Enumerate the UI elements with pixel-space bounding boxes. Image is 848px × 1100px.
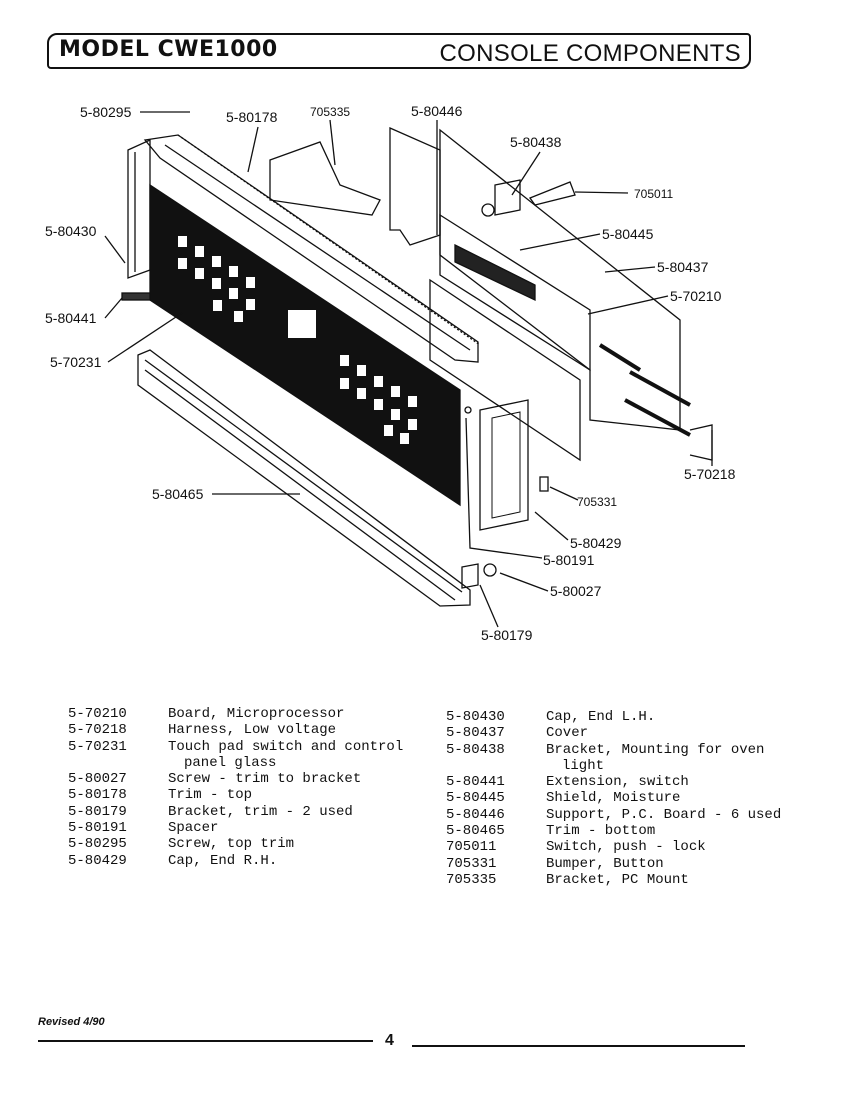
callout-label: 5-80445 xyxy=(602,226,654,242)
part-number: 705335 xyxy=(446,871,497,888)
part-description: Screw - trim to bracket xyxy=(168,771,362,788)
part-description: Cap, End R.H. xyxy=(168,852,278,869)
parts-row: 5-70218 Harness, Low voltage xyxy=(68,722,403,738)
part-description: Shield, Moisture xyxy=(546,790,681,807)
part-number: 5-80027 xyxy=(68,771,127,788)
callout-label: 5-80027 xyxy=(550,583,602,599)
parts-row: 5-80441 Extension, switch xyxy=(446,774,781,790)
part-description-continued: light xyxy=(562,757,605,774)
callout-label: 5-80437 xyxy=(657,259,709,275)
part-description: Screw, top trim xyxy=(168,836,295,853)
footer-rule-left xyxy=(38,1040,373,1042)
parts-list-right: 5-80430 Cap, End L.H. 5-80437 Cover 5-8043… xyxy=(446,709,781,888)
part-number: 5-70210 xyxy=(68,706,127,722)
part-description: Touch pad switch and control xyxy=(168,738,404,755)
parts-list-left: 5-70210 Board, Microprocessor 5-70218 Harn… xyxy=(68,706,403,869)
part-number: 5-80446 xyxy=(446,806,505,823)
part-number: 5-80179 xyxy=(68,803,127,820)
parts-row: 5-70231 Touch pad switch and control xyxy=(68,739,403,755)
callout-label: 705331 xyxy=(577,495,617,509)
model-title: MODEL CWE1000 xyxy=(59,37,278,62)
parts-row: 5-80295 Screw, top trim xyxy=(68,836,403,852)
part-number: 5-80438 xyxy=(446,741,505,758)
part-description: Extension, switch xyxy=(546,774,689,791)
part-description: Spacer xyxy=(168,820,219,837)
callout-label: 5-70218 xyxy=(684,466,736,482)
parts-row: 705011 Switch, push - lock xyxy=(446,839,781,855)
callout-label: 5-80295 xyxy=(80,104,132,120)
parts-row: 5-80430 Cap, End L.H. xyxy=(446,709,781,725)
callout-label: 5-80179 xyxy=(481,627,533,643)
part-number: 5-80465 xyxy=(446,823,505,840)
part-number: 5-70218 xyxy=(68,722,127,739)
part-number: 5-80430 xyxy=(446,709,505,725)
part-number: 5-80429 xyxy=(68,852,127,869)
part-number: 5-80178 xyxy=(68,787,127,804)
part-description: Support, P.C. Board - 6 used xyxy=(546,806,782,823)
parts-row: 5-80446 Support, P.C. Board - 6 used xyxy=(446,807,781,823)
parts-row: 5-80437 Cover xyxy=(446,725,781,741)
footer-rule-right xyxy=(412,1045,745,1047)
part-number: 5-80191 xyxy=(68,820,127,837)
parts-row: 705331 Bumper, Button xyxy=(446,856,781,872)
callout-label: 5-80430 xyxy=(45,223,97,239)
part-number: 705331 xyxy=(446,855,497,872)
part-description: Trim - bottom xyxy=(546,823,656,840)
part-description: Bracket, trim - 2 used xyxy=(168,803,353,820)
callout-label: 705335 xyxy=(310,105,350,119)
parts-row: 5-80445 Shield, Moisture xyxy=(446,790,781,806)
parts-row: 5-80429 Cap, End R.H. xyxy=(68,853,403,869)
parts-row: 5-80178 Trim - top xyxy=(68,787,403,803)
part-description-continued: panel glass xyxy=(184,754,277,771)
part-description: Bumper, Button xyxy=(546,855,664,872)
callout-label: 5-80178 xyxy=(226,109,278,125)
part-description: Bracket, PC Mount xyxy=(546,871,689,888)
parts-row: 5-80027 Screw - trim to bracket xyxy=(68,771,403,787)
callout-label: 5-70231 xyxy=(50,354,102,370)
parts-row: 5-80191 Spacer xyxy=(68,820,403,836)
part-number: 705011 xyxy=(446,839,497,856)
header-box: MODEL CWE1000 CONSOLE COMPONENTS xyxy=(47,33,751,69)
part-number: 5-70231 xyxy=(68,738,127,755)
part-description: Harness, Low voltage xyxy=(168,722,337,739)
callout-label: 705011 xyxy=(634,187,673,201)
diagram-callouts: 5-80295 5-80178 705335 5-80446 5-80438 7… xyxy=(45,103,736,643)
part-description: Cap, End L.H. xyxy=(546,709,656,725)
parts-row: 5-80438 Bracket, Mounting for oven xyxy=(446,742,781,758)
parts-row: 5-70210 Board, Microprocessor xyxy=(68,706,403,722)
callout-label: 5-80438 xyxy=(510,134,562,150)
part-description: Board, Microprocessor xyxy=(168,706,345,722)
exploded-diagram: 5-80295 5-80178 705335 5-80446 5-80438 7… xyxy=(45,103,736,643)
part-description: Cover xyxy=(546,725,589,742)
parts-row: 705335 Bracket, PC Mount xyxy=(446,872,781,888)
part-number: 5-80295 xyxy=(68,836,127,853)
revised-note: Revised 4/90 xyxy=(38,1016,105,1028)
parts-row: 5-80465 Trim - bottom xyxy=(446,823,781,839)
part-number: 5-80437 xyxy=(446,725,505,742)
part-description: Bracket, Mounting for oven xyxy=(546,741,765,758)
page-number: 4 xyxy=(385,1032,394,1049)
callout-label: 5-80191 xyxy=(543,552,595,568)
callout-label: 5-80465 xyxy=(152,486,204,502)
callout-label: 5-80446 xyxy=(411,103,463,119)
part-number: 5-80441 xyxy=(446,774,505,791)
callout-label: 5-80429 xyxy=(570,535,622,551)
part-description: Trim - top xyxy=(168,787,253,804)
callout-label: 5-80441 xyxy=(45,310,97,326)
diagram-drawing xyxy=(104,111,713,628)
callout-label: 5-70210 xyxy=(670,288,722,304)
parts-row: 5-80179 Bracket, trim - 2 used xyxy=(68,804,403,820)
section-title: CONSOLE COMPONENTS xyxy=(439,40,741,67)
part-number: 5-80445 xyxy=(446,790,505,807)
part-description: Switch, push - lock xyxy=(546,839,706,856)
